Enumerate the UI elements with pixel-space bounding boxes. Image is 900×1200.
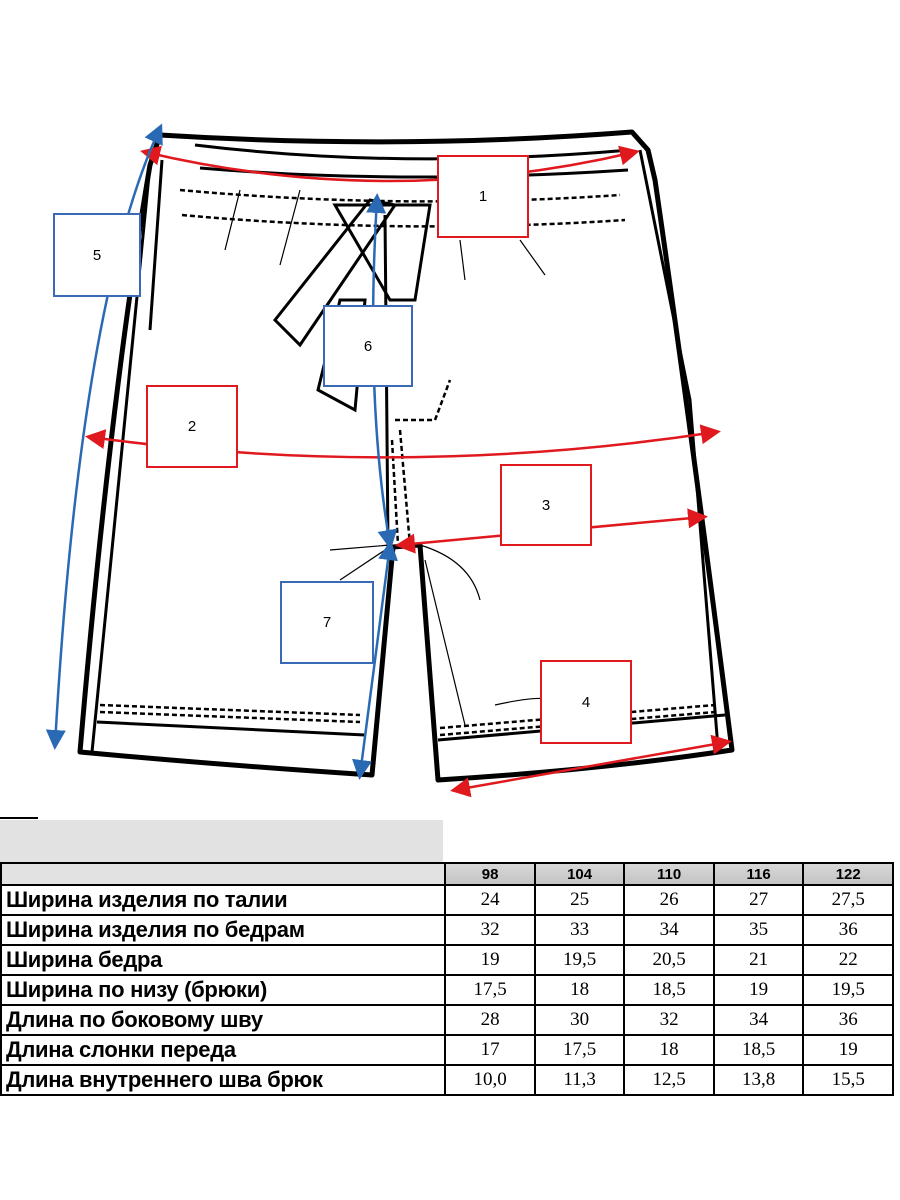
cell-value: 26 — [623, 884, 715, 916]
cell-value: 13,8 — [712, 1064, 805, 1096]
row-label: Длина по боковому шву — [0, 1004, 447, 1036]
cell-value: 20,5 — [623, 944, 715, 976]
cell-value: 27 — [712, 884, 805, 916]
cell-value: 10,0 — [444, 1064, 536, 1096]
size-header: 104 — [533, 862, 626, 886]
arrow-5-side-seam — [45, 123, 163, 750]
size-header: 116 — [712, 862, 805, 886]
cell-value: 30 — [533, 1004, 626, 1036]
table-header-row: 98 104 110 116 122 — [0, 862, 894, 886]
cell-value: 34 — [623, 914, 715, 946]
marker-4: 4 — [540, 660, 632, 744]
cell-value: 11,3 — [533, 1064, 626, 1096]
cell-value: 33 — [533, 914, 626, 946]
row-label: Ширина изделия по бедрам — [0, 914, 447, 946]
marker-5: 5 — [53, 213, 141, 297]
arrow-7-inseam — [352, 540, 398, 780]
cell-value: 25 — [533, 884, 626, 916]
size-table: 98 104 110 116 122 Ширина изделия по тал… — [0, 862, 894, 1096]
row-label: Ширина изделия по талии — [0, 884, 447, 916]
marker-3: 3 — [500, 464, 592, 546]
cell-value: 18 — [533, 974, 626, 1006]
cell-value: 27,5 — [802, 884, 894, 916]
cell-value: 32 — [444, 914, 536, 946]
arrow-4-leg-opening — [450, 734, 732, 798]
size-header: 122 — [802, 862, 894, 886]
cell-value: 19,5 — [802, 974, 894, 1006]
size-header: 110 — [623, 862, 715, 886]
arrow-1-waist — [140, 145, 640, 183]
cell-value: 36 — [802, 914, 894, 946]
cell-value: 24 — [444, 884, 536, 916]
table-title-area — [0, 820, 443, 862]
cell-value: 18,5 — [712, 1034, 805, 1066]
marker-6: 6 — [323, 305, 413, 387]
marker-1: 1 — [437, 155, 529, 238]
shorts-diagram — [45, 123, 735, 798]
marker-2: 2 — [146, 385, 238, 468]
cell-value: 21 — [712, 944, 805, 976]
cell-value: 19 — [712, 974, 805, 1006]
cell-value: 19 — [802, 1034, 894, 1066]
cell-value: 17,5 — [444, 974, 536, 1006]
cell-value: 15,5 — [802, 1064, 894, 1096]
row-label: Длина внутреннего шва брюк — [0, 1064, 447, 1096]
cell-value: 18,5 — [623, 974, 715, 1006]
row-label: Ширина бедра — [0, 944, 447, 976]
cell-value: 32 — [623, 1004, 715, 1036]
cell-value: 34 — [712, 1004, 805, 1036]
cell-value: 28 — [444, 1004, 536, 1036]
cell-value: 17 — [444, 1034, 536, 1066]
cell-value: 35 — [712, 914, 805, 946]
marker-7: 7 — [280, 581, 374, 664]
cell-value: 19 — [444, 944, 536, 976]
divider — [0, 817, 38, 819]
cell-value: 36 — [802, 1004, 894, 1036]
row-label: Длина слонки переда — [0, 1034, 447, 1066]
cell-value: 18 — [623, 1034, 715, 1066]
cell-value: 19,5 — [533, 944, 626, 976]
header-blank — [0, 862, 447, 886]
cell-value: 17,5 — [533, 1034, 626, 1066]
row-label: Ширина по низу (брюки) — [0, 974, 447, 1006]
cell-value: 22 — [802, 944, 894, 976]
cell-value: 12,5 — [623, 1064, 715, 1096]
size-header: 98 — [444, 862, 536, 886]
